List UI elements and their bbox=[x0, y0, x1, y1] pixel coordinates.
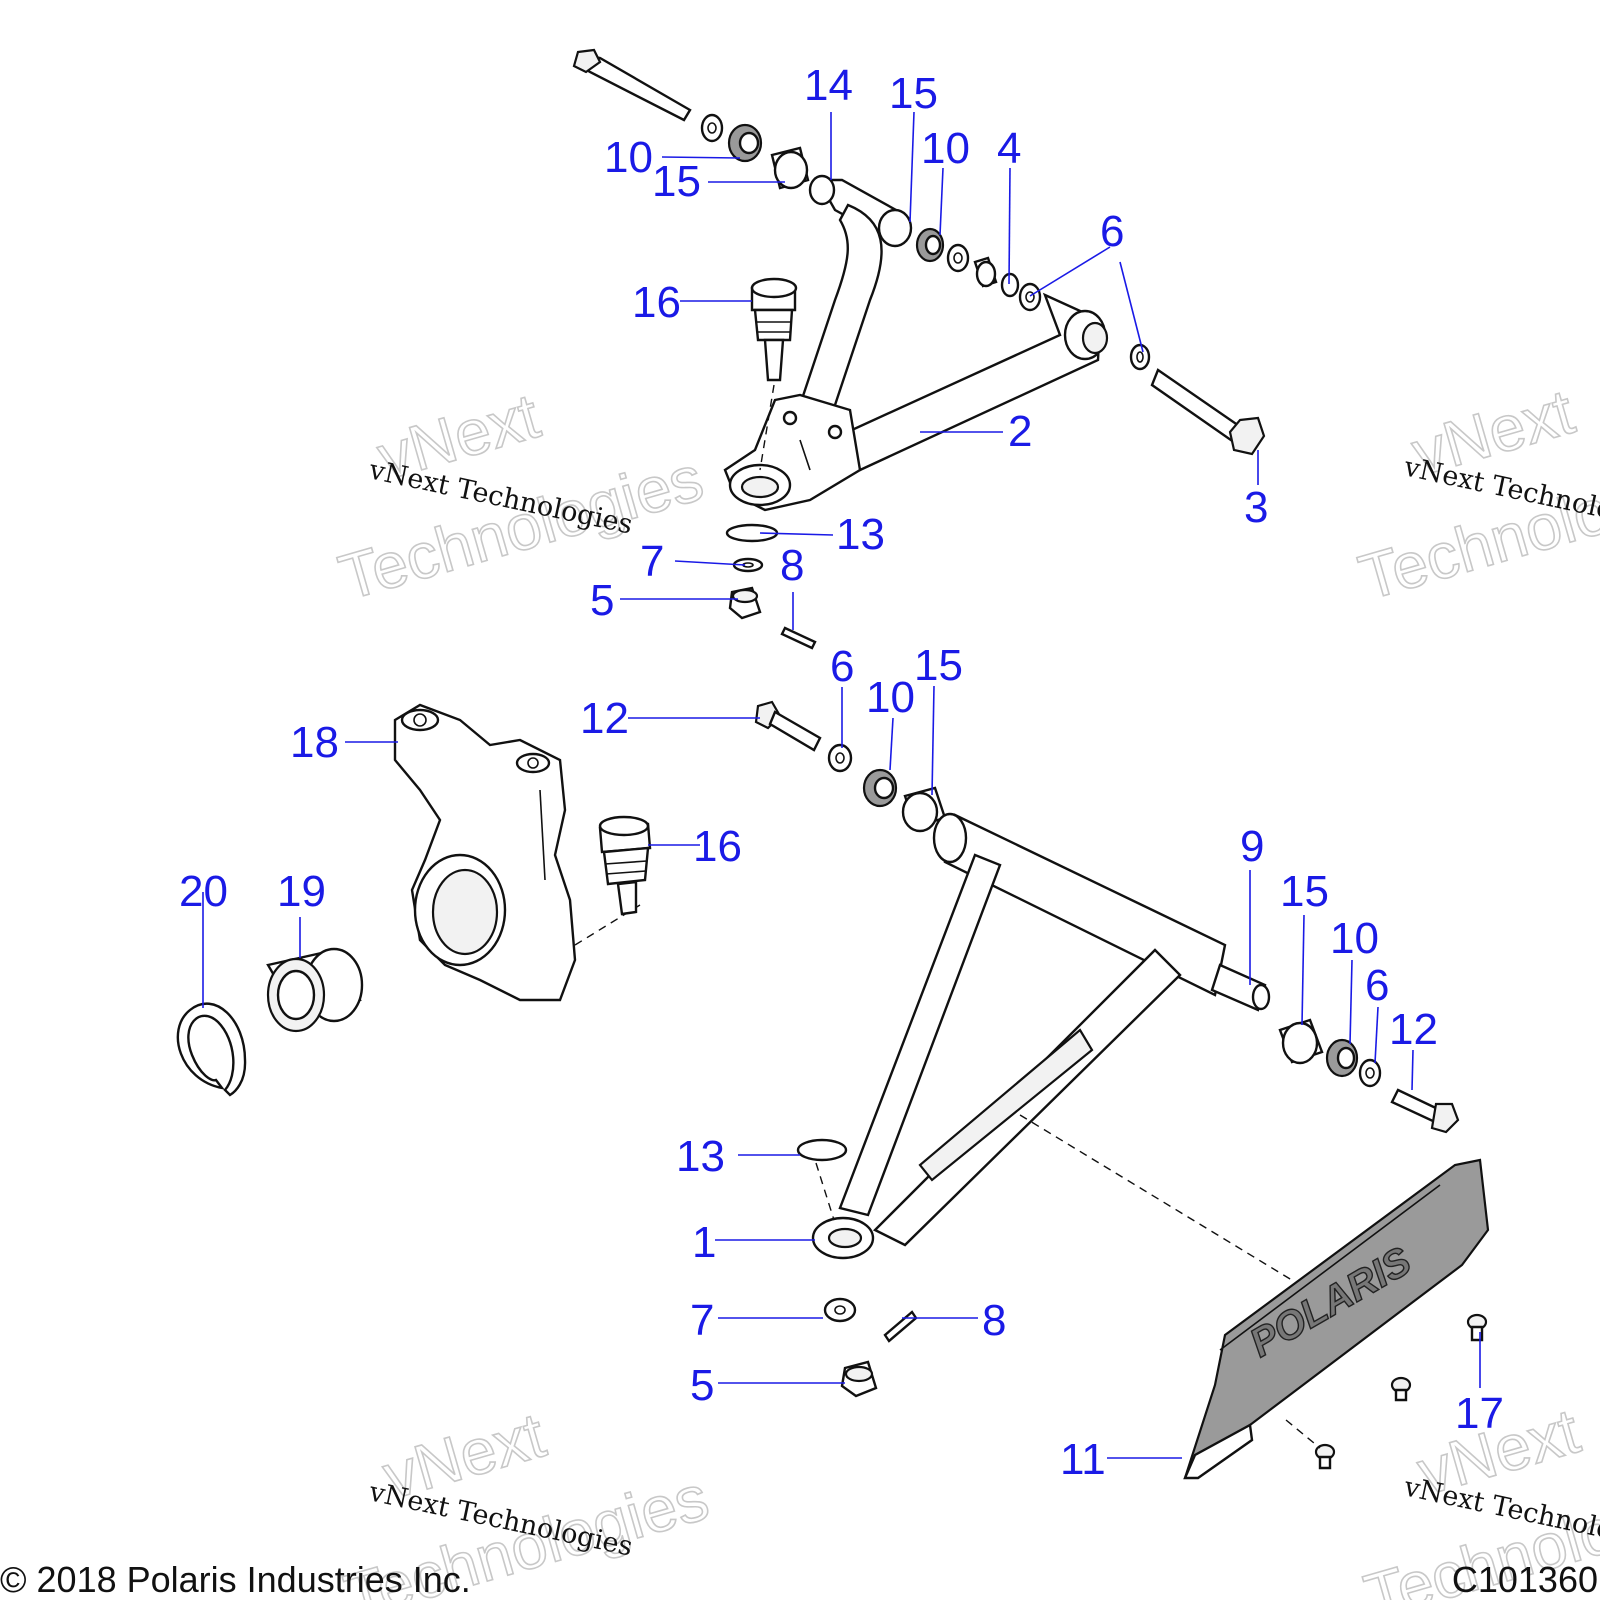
callout-4: 4 bbox=[997, 124, 1021, 173]
callout-17: 17 bbox=[1455, 1389, 1504, 1438]
wheel-bearing bbox=[266, 947, 364, 1033]
steering-knuckle bbox=[393, 703, 641, 1002]
callout-12: 12 bbox=[580, 694, 629, 743]
callout-8: 8 bbox=[780, 541, 804, 590]
callout-numbers: 14 15 10 4 10 15 6 16 2 3 13 7 8 5 6 15 … bbox=[179, 61, 1504, 1484]
callout-9: 9 bbox=[1240, 822, 1264, 871]
upper-cotter-pin bbox=[780, 626, 817, 650]
upper-castle-nut bbox=[728, 586, 762, 620]
callout-18: 18 bbox=[290, 718, 339, 767]
callout-15: 15 bbox=[1280, 867, 1329, 916]
upper-sleeve-left bbox=[770, 146, 810, 190]
upper-spacer-small bbox=[1000, 272, 1020, 298]
callout-5: 5 bbox=[590, 576, 614, 625]
upper-washer-mid bbox=[946, 243, 970, 273]
upper-bolt-left bbox=[572, 48, 692, 122]
callout-7: 7 bbox=[640, 537, 664, 586]
copyright-text: © 2018 Polaris Industries Inc. bbox=[0, 1559, 471, 1600]
lower-castle-nut bbox=[840, 1360, 878, 1398]
callout-8: 8 bbox=[982, 1296, 1006, 1345]
callout-6: 6 bbox=[830, 642, 854, 691]
callout-16: 16 bbox=[632, 278, 681, 327]
callout-19: 19 bbox=[277, 867, 326, 916]
callout-10: 10 bbox=[604, 133, 653, 182]
guard-screw-a bbox=[1466, 1313, 1488, 1342]
callout-15: 15 bbox=[889, 69, 938, 118]
lower-a-arm bbox=[811, 812, 1301, 1286]
callout-11: 11 bbox=[1060, 1435, 1106, 1484]
upper-washer-right-b bbox=[1129, 343, 1151, 371]
callout-13: 13 bbox=[836, 510, 885, 559]
leader-lines bbox=[202, 111, 1481, 1459]
callout-2: 2 bbox=[1008, 407, 1032, 456]
callout-14: 14 bbox=[804, 61, 853, 110]
callout-13: 13 bbox=[676, 1132, 725, 1181]
callout-10: 10 bbox=[921, 124, 970, 173]
lower-bushing-right bbox=[1325, 1038, 1359, 1078]
callout-16: 16 bbox=[693, 822, 742, 871]
lower-bolt-right bbox=[1390, 1088, 1460, 1134]
upper-spacer bbox=[973, 256, 998, 288]
callout-1: 1 bbox=[692, 1218, 716, 1267]
upper-washer-left bbox=[700, 113, 724, 143]
lower-bushing-left bbox=[862, 768, 898, 808]
lower-sleeve-right bbox=[1278, 1018, 1324, 1065]
upper-bushing-left bbox=[727, 123, 763, 163]
upper-washer-right-a bbox=[1018, 282, 1042, 312]
callout-12: 12 bbox=[1389, 1005, 1438, 1054]
lower-washer-left bbox=[827, 743, 853, 773]
callout-10: 10 bbox=[1330, 914, 1379, 963]
upper-bolt-right bbox=[1150, 368, 1266, 456]
lower-ball-joint bbox=[598, 815, 652, 916]
lower-washer-right bbox=[1358, 1058, 1382, 1088]
callout-20: 20 bbox=[179, 867, 228, 916]
guard-screw-c bbox=[1285, 1419, 1336, 1470]
callout-15: 15 bbox=[914, 641, 963, 690]
upper-ball-joint bbox=[750, 277, 798, 471]
lower-snap-ring bbox=[796, 1138, 848, 1221]
lower-cotter-pin bbox=[883, 1310, 918, 1343]
callout-3: 3 bbox=[1244, 483, 1268, 532]
upper-a-arm bbox=[723, 174, 1109, 512]
callout-7: 7 bbox=[690, 1296, 714, 1345]
upper-washer-lower bbox=[732, 557, 764, 573]
lower-washer-lower bbox=[823, 1297, 857, 1323]
callout-5: 5 bbox=[690, 1361, 714, 1410]
figure-id: C101360 bbox=[1452, 1559, 1598, 1600]
callout-6: 6 bbox=[1100, 207, 1124, 256]
retaining-ring bbox=[176, 1002, 247, 1097]
callout-15: 15 bbox=[652, 157, 701, 206]
callout-6: 6 bbox=[1365, 961, 1389, 1010]
callout-10: 10 bbox=[866, 673, 915, 722]
upper-bushing-right bbox=[915, 227, 945, 263]
lower-bolt-left bbox=[754, 700, 822, 752]
guard-screw-b bbox=[1390, 1376, 1412, 1402]
